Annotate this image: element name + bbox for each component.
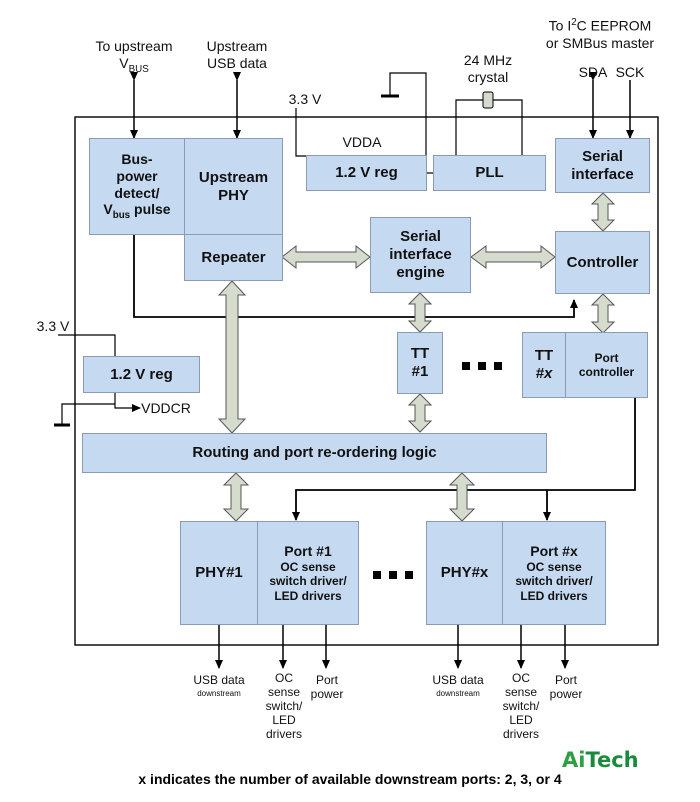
bus-arrow-sie-controller	[470, 244, 556, 270]
port-power-label-1: Port power	[310, 673, 344, 701]
v33-left-line	[58, 334, 116, 356]
repeater-block: Repeater	[184, 234, 283, 281]
ellipsis-dot	[494, 362, 502, 370]
ellipsis-dot	[373, 571, 381, 579]
phy1-block: PHY#1	[180, 521, 258, 625]
controller-block: Controller	[555, 231, 650, 294]
v33-top-label: 3.3 V	[288, 91, 322, 107]
sck-label: SCK	[615, 64, 645, 80]
routing-logic-block: Routing and port re-ordering logic	[82, 433, 547, 473]
vbus-detect-line	[130, 227, 578, 318]
to-upstream-vbus-label: To upstream VBUS	[95, 38, 173, 75]
bus-arrow-repeater-routing	[217, 280, 247, 434]
upstream-usb-data-label: Upstream USB data	[206, 38, 268, 71]
bus-arrow-controller-portctrl	[590, 293, 616, 334]
tt1-block: TT #1	[397, 332, 443, 394]
portx-block: Port #x OC sense switch driver/ LED driv…	[502, 521, 606, 625]
crystal-label: 24 MHz crystal	[463, 52, 513, 85]
port-controller-block: Port controller	[565, 332, 648, 398]
ellipsis-dot	[389, 571, 397, 579]
upstream-phy-block: Upstream PHY	[184, 138, 283, 235]
crystal-symbol	[482, 91, 494, 109]
pll-ground-line	[389, 72, 427, 155]
pll-block: PLL	[433, 155, 546, 191]
sda-label: SDA	[578, 64, 608, 80]
bus-arrow-repeater-sie	[281, 244, 371, 270]
bus-power-detect-block: Bus- power detect/ Vbus pulse	[89, 138, 185, 235]
port-power-label-x: Port power	[549, 673, 583, 701]
ellipsis-dot	[478, 362, 486, 370]
port1-block: Port #1 OC sense switch driver/ LED driv…	[257, 521, 359, 625]
bus-arrow-routing-phy1	[222, 472, 250, 522]
serial-interface-block: Serial interface	[555, 138, 650, 193]
bus-arrow-routing-phyx	[448, 472, 476, 522]
v33-left-label: 3.3 V	[36, 318, 70, 334]
bus-arrow-tt1-routing	[407, 393, 433, 433]
serial-interface-engine-block: Serial interface engine	[370, 217, 471, 293]
oc-sense-label-1: OC sense switch/ LED drivers	[265, 671, 303, 741]
vddcr-line	[114, 393, 141, 412]
ground-line-left	[61, 403, 115, 425]
ellipsis-dot	[462, 362, 470, 370]
footnote: x indicates the number of available down…	[138, 771, 562, 787]
oc-sense-label-x: OC sense switch/ LED drivers	[502, 671, 540, 741]
bus-arrow-sie-tt1	[407, 292, 433, 333]
vdda-label: VDDA	[342, 134, 382, 150]
ttx-block: TT #x	[522, 332, 566, 398]
usb-downstream-label-1: USB data downstream	[193, 673, 245, 698]
phyx-block: PHY#x	[426, 521, 503, 625]
v33-top-line	[295, 108, 306, 157]
regulator-top-block: 1.2 V reg	[306, 155, 427, 191]
bus-arrow-serial-controller	[590, 192, 616, 232]
eeprom-label: To I2C EEPROM or SMBus master	[545, 17, 655, 51]
regulator-left-block: 1.2 V reg	[83, 356, 200, 393]
vddcr-label: VDDCR	[141, 400, 191, 416]
aitech-logo: AiTech	[562, 748, 639, 772]
chip-boundary	[74, 116, 659, 646]
ellipsis-dot	[405, 571, 413, 579]
usb-downstream-label-x: USB data downstream	[432, 673, 484, 698]
